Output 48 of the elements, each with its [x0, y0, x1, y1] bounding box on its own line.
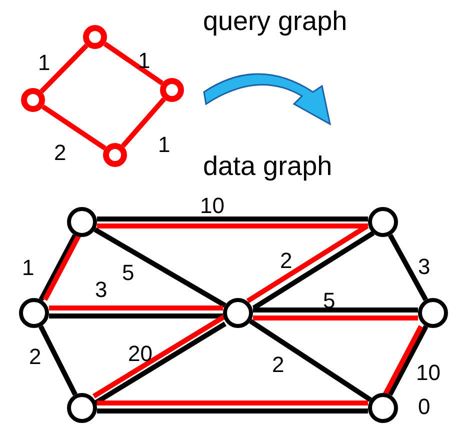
edge-weight: 10 [200, 195, 224, 217]
match-line [253, 316, 418, 320]
graph-vertex [67, 207, 97, 237]
edge-weight: 3 [95, 279, 108, 301]
graph-title: data graph [203, 153, 332, 180]
edge-weight: 0 [418, 396, 430, 418]
edge-weight: 10 [416, 362, 440, 384]
edge-weight: 2 [280, 250, 292, 272]
match-line [97, 400, 368, 406]
edge-weight: 1 [38, 52, 50, 74]
graph-vertex [368, 393, 398, 423]
graph-vertex [67, 393, 97, 423]
match-line [92, 314, 226, 398]
graph-vertex [21, 88, 45, 112]
graph-edge [40, 44, 88, 94]
graph-vertex [160, 78, 184, 102]
graph-edge [249, 319, 372, 402]
match-line [49, 306, 223, 310]
graph-vertex [418, 298, 448, 328]
edge-weight: 20 [128, 343, 152, 365]
graph-edge [121, 97, 166, 148]
graph-edge [94, 227, 226, 308]
graph-edge [252, 230, 375, 310]
edge-weight: 2 [29, 346, 42, 368]
graph-vertex [83, 25, 107, 49]
graph-edge [103, 42, 164, 86]
edge-weight: 2 [54, 142, 66, 164]
graph-edge [49, 314, 223, 318]
edge-weight: 5 [122, 262, 134, 284]
graph-edge [97, 408, 368, 414]
graph-vertex [103, 143, 127, 167]
graph-vertex [19, 298, 49, 328]
edge-weight: 1 [22, 257, 34, 279]
edge-weight: 5 [323, 290, 336, 312]
edge-weight: 1 [138, 50, 150, 72]
graph-edge [388, 234, 428, 302]
graph-title: query graph [203, 8, 348, 35]
graph-edge [97, 216, 368, 222]
graph-edge [94, 322, 226, 406]
edge-weight: 3 [418, 256, 430, 278]
match-line [97, 224, 368, 228]
graph-edge [38, 325, 78, 396]
graph-edge [253, 308, 418, 312]
edge-weight: 1 [158, 134, 170, 156]
graph-vertex [223, 298, 253, 328]
edge-weight: 2 [272, 354, 284, 376]
graph-vertex [368, 207, 398, 237]
graph-edge [42, 104, 106, 150]
